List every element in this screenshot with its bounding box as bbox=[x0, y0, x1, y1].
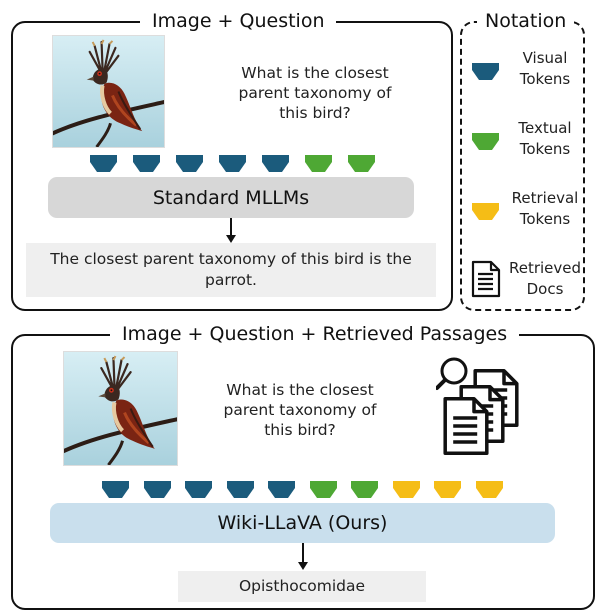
bottom-question-line-3: this bird? bbox=[264, 421, 336, 439]
top-token-row bbox=[90, 155, 380, 175]
legend-docs-label: Retrieved Docs bbox=[505, 258, 585, 300]
wiki-llava-bar: Wiki-LLaVA (Ours) bbox=[50, 503, 555, 543]
standard-mllms-bar: Standard MLLMs bbox=[48, 177, 414, 218]
top-question-line-1: What is the closest bbox=[241, 64, 389, 82]
bottom-textual-token bbox=[351, 481, 378, 498]
bottom-question-line-2: parent taxonomy of bbox=[223, 401, 377, 419]
top-visual-token bbox=[176, 155, 203, 172]
top-visual-token bbox=[90, 155, 117, 172]
top-visual-token bbox=[262, 155, 289, 172]
magnifier-documents-icon bbox=[436, 357, 519, 455]
legend-visual-line-2: Tokens bbox=[519, 70, 571, 88]
top-answer: The closest parent taxonomy of this bird… bbox=[26, 243, 436, 297]
bottom-retrieval-token bbox=[392, 481, 420, 498]
legend-visual-token bbox=[472, 63, 499, 80]
legend-retrieval-label: Retrieval Tokens bbox=[505, 188, 585, 230]
top-answer-line-1: The closest parent taxonomy of this bird… bbox=[50, 250, 412, 268]
bird-photo-2 bbox=[63, 351, 178, 466]
bottom-retrieval-token bbox=[475, 481, 503, 498]
top-visual-token bbox=[133, 155, 160, 172]
legend-textual-token bbox=[472, 133, 499, 150]
notation-title: Notation bbox=[477, 9, 575, 33]
bottom-answer: Opisthocomidae bbox=[178, 571, 426, 602]
bottom-visual-token bbox=[143, 481, 171, 498]
top-panel-title: Image + Question bbox=[140, 9, 337, 33]
top-textual-token bbox=[305, 155, 332, 172]
legend-retrieval-token bbox=[472, 203, 499, 220]
bottom-panel-title: Image + Question + Retrieved Passages bbox=[110, 322, 520, 346]
legend-textual-line-2: Tokens bbox=[519, 140, 571, 158]
legend-visual-line-1: Visual bbox=[522, 49, 568, 67]
top-visual-token bbox=[219, 155, 246, 172]
legend-visual-label: Visual Tokens bbox=[505, 48, 585, 90]
bottom-question: What is the closest parent taxonomy of t… bbox=[200, 380, 400, 440]
top-question-line-3: this bird? bbox=[279, 104, 351, 122]
legend-textual-line-1: Textual bbox=[518, 119, 572, 137]
bottom-visual-token bbox=[102, 481, 129, 498]
bottom-question-line-1: What is the closest bbox=[226, 381, 374, 399]
top-textual-token bbox=[348, 155, 375, 172]
legend-retrieval-line-1: Retrieval bbox=[511, 189, 579, 207]
bottom-retrieval-token bbox=[434, 481, 461, 498]
bird-photo bbox=[52, 35, 165, 148]
top-answer-line-2: parrot. bbox=[205, 271, 257, 289]
bottom-textual-token bbox=[309, 481, 337, 498]
bottom-visual-token bbox=[268, 481, 295, 498]
bottom-arrow bbox=[298, 543, 308, 570]
legend-textual-label: Textual Tokens bbox=[505, 118, 585, 160]
top-question-line-2: parent taxonomy of bbox=[238, 84, 392, 102]
top-arrow bbox=[226, 218, 236, 243]
bottom-visual-token bbox=[185, 481, 212, 498]
bottom-visual-token bbox=[226, 481, 254, 498]
top-question: What is the closest parent taxonomy of t… bbox=[215, 63, 415, 123]
legend-retrieval-line-2: Tokens bbox=[519, 210, 571, 228]
legend-docs-line-2: Docs bbox=[526, 280, 564, 298]
document-icon bbox=[471, 260, 501, 298]
legend-docs-line-1: Retrieved bbox=[508, 259, 582, 277]
bottom-token-row bbox=[102, 481, 522, 501]
